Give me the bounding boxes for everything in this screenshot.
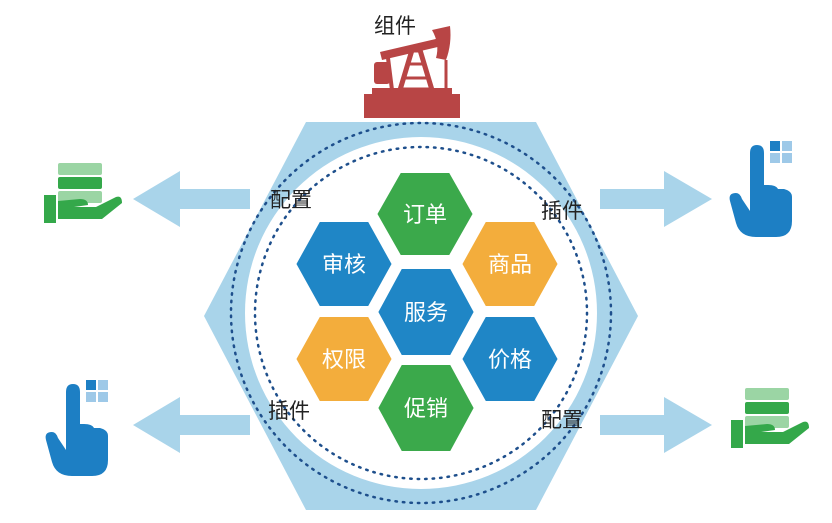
module-label-center: 服务 [404,301,448,326]
label-left-top: 配置 [270,188,312,212]
label-right-bottom: 配置 [541,408,583,432]
module-hex-top: 订单 [371,167,479,261]
module-label-bottom-right: 价格 [488,348,532,373]
module-hex-top-right: 商品 [456,216,564,312]
outer-dotted-ring [229,121,613,505]
hand-pointing-grid-icon [729,141,792,237]
module-label-top-left: 审核 [322,253,366,278]
module-hex-center: 服务 [372,263,480,361]
label-top: 组件 [374,14,416,38]
module-label-top-right: 商品 [488,253,532,278]
arrow-left-bottom [133,397,250,453]
module-hex-bottom-left: 权限 [290,311,398,407]
inner-dotted-ring [253,145,589,481]
arrow-right-bottom [600,397,712,453]
pump-jack-icon [364,26,460,118]
arrow-right-top [600,171,712,227]
hand-holding-stack-icon [731,388,809,448]
hand-holding-stack-icon [44,163,122,223]
module-hex-bottom-right: 价格 [456,311,564,407]
module-hex-top-left: 审核 [290,216,398,312]
label-left-bottom: 插件 [268,399,310,423]
module-label-bottom: 促销 [404,397,448,422]
module-label-bottom-left: 权限 [322,348,366,373]
module-hex-bottom: 促销 [372,359,480,457]
arrow-left-top [133,171,250,227]
module-label-top: 订单 [403,203,447,228]
hand-pointing-grid-icon [45,380,108,476]
label-right-top: 插件 [541,199,583,223]
